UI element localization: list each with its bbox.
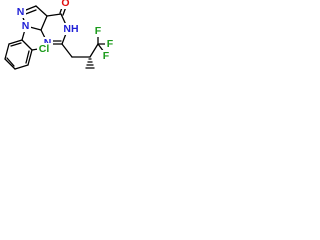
bond-ph-d [4,58,16,70]
bond-ph-inner-3 [10,42,22,47]
atom-label-f-bottom: F [103,50,110,62]
bond-ph-f [8,39,23,45]
bond-c3a-c4 [46,13,62,17]
atom-nh: NH [61,23,81,35]
atom-labels: N N O NH N Cl F F [15,0,115,62]
bond-ph-e [4,43,10,60]
atom-n-aryl: N [20,20,31,32]
atom-label-o: O [61,0,69,9]
atom-label-f-right: F [107,38,114,50]
atom-label-n-top: N [17,6,25,18]
atom-label-nh: NH [63,23,78,35]
atom-f-top: F [93,25,103,37]
bond-c6-ch2 [61,43,73,58]
bond-ch-cf3 [89,43,99,58]
atom-f-right: F [105,38,115,50]
molecule-structure-diagram: N N O NH N Cl F F [4,0,115,70]
atom-label-n-aryl: N [22,20,30,32]
bond-ph-b [27,49,33,66]
atom-label-cl: Cl [39,43,50,55]
bond-ch-methyl-hashed [85,58,95,69]
bond-ph-a [21,39,33,51]
atom-o: O [60,0,71,9]
bond-ph-c [14,64,29,70]
bond-c3-c3a [35,5,48,17]
atom-f-bottom: F [101,50,111,62]
bond-c3a-c7a [40,15,48,31]
atom-n-top: N [15,6,26,18]
bond-ph-inner-1 [25,50,30,64]
bond-ph-inner-2 [6,57,15,67]
atom-label-f-top: F [95,25,102,37]
atom-cl: Cl [37,43,51,55]
